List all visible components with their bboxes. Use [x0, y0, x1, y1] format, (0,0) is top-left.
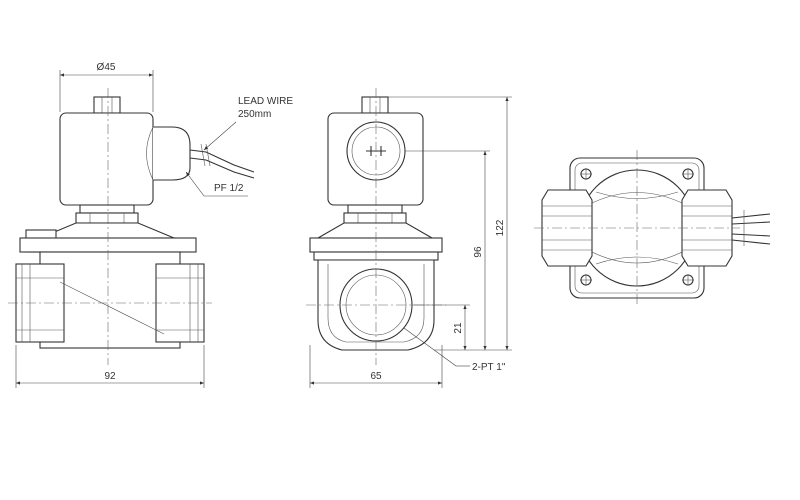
- lead-wire-length-label: 250mm: [238, 109, 271, 120]
- port-thread-label: 2-PT 1": [472, 362, 506, 373]
- coil-height-dimension-label: 96: [473, 246, 484, 258]
- bolt-hole-icon: [580, 168, 694, 286]
- overall-height-dimension-label: 122: [495, 219, 506, 236]
- port-height-dimension-label: 21: [453, 322, 464, 334]
- front-view: [8, 70, 255, 388]
- top-view: [534, 150, 771, 306]
- side-width-dimension-label: 65: [370, 371, 382, 382]
- side-view: [306, 88, 512, 388]
- diameter-dimension-label: Ø45: [97, 62, 116, 73]
- lead-wire-title-label: LEAD WIRE: [238, 96, 293, 107]
- conduit-thread-label: PF 1/2: [214, 183, 244, 194]
- front-length-dimension-label: 92: [104, 371, 116, 382]
